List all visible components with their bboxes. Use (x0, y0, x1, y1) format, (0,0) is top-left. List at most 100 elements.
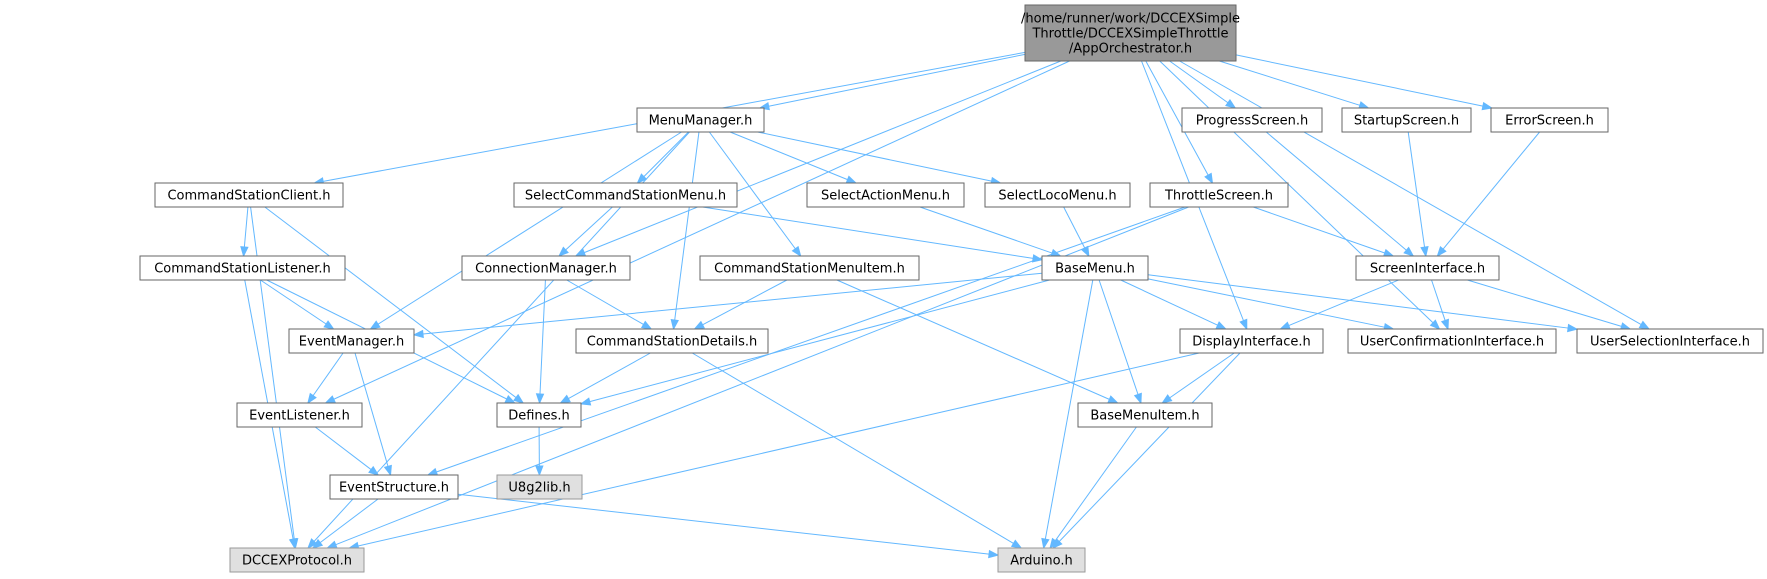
node-basemenu[interactable]: BaseMenu.h (1041, 255, 1149, 281)
node-defines[interactable]: Defines.h (496, 402, 582, 428)
edge-arrowhead (1215, 321, 1228, 330)
edge-line (422, 272, 1043, 335)
node-box[interactable] (699, 255, 920, 281)
node-box[interactable] (575, 328, 769, 354)
node-box[interactable] (1490, 107, 1609, 133)
node-displayif[interactable]: DisplayInterface.h (1179, 328, 1324, 354)
edge-line (1098, 279, 1139, 395)
node-menumgr[interactable]: MenuManager.h (636, 107, 765, 133)
edge-basemenu-to-userconf (1147, 278, 1395, 332)
node-eventmgr[interactable]: EventManager.h (288, 328, 415, 354)
node-box[interactable] (139, 255, 346, 281)
node-userconf[interactable]: UserConfirmationInterface.h (1347, 328, 1557, 354)
node-arduino[interactable]: Arduino.h (997, 547, 1086, 573)
node-screenif[interactable]: ScreenInterface.h (1355, 255, 1500, 281)
edge-basemenu-to-basemenuitem (1098, 279, 1142, 405)
edge-arrowhead (368, 465, 380, 476)
edge-line (1288, 279, 1399, 327)
node-box[interactable] (1149, 182, 1289, 208)
node-box[interactable] (1024, 4, 1237, 62)
node-box[interactable] (1347, 328, 1557, 354)
node-box[interactable] (806, 182, 965, 208)
edge-menumgr-to-eventmgr (369, 131, 682, 330)
edge-csdetails-to-arduino (691, 352, 1023, 549)
edge-arrowhead (988, 549, 1000, 559)
node-cslistener[interactable]: CommandStationListener.h (139, 255, 346, 281)
node-box[interactable] (1181, 107, 1323, 133)
edge-line (1044, 279, 1094, 540)
node-label: U8g2lib.h (508, 481, 570, 496)
node-label: DCCEXProtocol.h (242, 554, 352, 569)
edge-csdetails-to-defines (559, 352, 651, 404)
node-box[interactable] (1341, 107, 1472, 133)
edge-line (436, 206, 1186, 473)
edge-arrowhead (1638, 320, 1651, 330)
edge-line (584, 60, 1062, 254)
edge-line (243, 206, 249, 248)
node-usersel[interactable]: UserSelectionInterface.h (1576, 328, 1764, 354)
node-csclient[interactable]: CommandStationClient.h (154, 182, 344, 208)
node-app[interactable]: /home/runner/work/DCCEXSimpleThrottle/DC… (1021, 4, 1240, 62)
node-throttle[interactable]: ThrottleScreen.h (1149, 182, 1289, 208)
node-dccex[interactable]: DCCEXProtocol.h (229, 547, 365, 573)
edge-eventlistener-to-eventstruct (314, 426, 380, 476)
node-box[interactable] (1576, 328, 1764, 354)
node-startup[interactable]: StartupScreen.h (1341, 107, 1472, 133)
edge-arrowhead (579, 397, 592, 406)
node-basemenuitem[interactable]: BaseMenuItem.h (1077, 402, 1213, 428)
node-box[interactable] (1355, 255, 1500, 281)
node-box[interactable] (636, 107, 765, 133)
edge-selcs-to-connmgr (558, 206, 613, 257)
edge-displayif-to-dccex (347, 352, 1200, 550)
edge-line (565, 206, 613, 251)
node-box[interactable] (496, 474, 583, 500)
edge-arrowhead (326, 540, 338, 549)
node-box[interactable] (997, 547, 1086, 573)
edge-line (1467, 279, 1622, 327)
node-label: EventManager.h (299, 335, 404, 350)
edge-basemenu-to-defines (579, 279, 1050, 406)
node-box[interactable] (1041, 255, 1149, 281)
node-box[interactable] (288, 328, 415, 354)
node-selaction[interactable]: SelectActionMenu.h (806, 182, 965, 208)
node-box[interactable] (236, 402, 363, 428)
node-selloco[interactable]: SelectLocoMenu.h (984, 182, 1131, 208)
edge-line (1147, 274, 1569, 329)
node-box[interactable] (1179, 328, 1324, 354)
node-label: BaseMenu.h (1055, 262, 1135, 277)
node-box[interactable] (496, 402, 582, 428)
node-box[interactable] (513, 182, 738, 208)
node-eventlistener[interactable]: EventListener.h (236, 402, 363, 428)
node-eventstruct[interactable]: EventStructure.h (329, 474, 459, 500)
edge-line (1145, 60, 1209, 176)
edge-arrowhead (1436, 245, 1447, 258)
node-error[interactable]: ErrorScreen.h (1490, 107, 1609, 133)
node-csmenuitem[interactable]: CommandStationMenuItem.h (699, 255, 920, 281)
node-box[interactable] (154, 182, 344, 208)
edge-line (919, 206, 1053, 254)
edge-error-to-screenif (1436, 131, 1540, 258)
node-connmgr[interactable]: ConnectionManager.h (461, 255, 631, 281)
edge-arrowhead (1107, 395, 1119, 404)
edge-arrowhead (535, 465, 544, 477)
node-progress[interactable]: ProgressScreen.h (1181, 107, 1323, 133)
node-u8g2[interactable]: U8g2lib.h (496, 474, 583, 500)
edge-arrowhead (1161, 394, 1173, 404)
node-label: ScreenInterface.h (1370, 262, 1485, 277)
node-box[interactable] (1077, 402, 1213, 428)
node-selcs[interactable]: SelectCommandStationMenu.h (513, 182, 738, 208)
edge-arrowhead (1279, 321, 1291, 330)
node-label: ThrottleScreen.h (1164, 189, 1273, 204)
edge-line (589, 279, 1050, 403)
node-box[interactable] (461, 255, 631, 281)
node-box[interactable] (329, 474, 459, 500)
edge-startup-to-screenif (1407, 131, 1429, 258)
node-csdetails[interactable]: CommandStationDetails.h (575, 328, 769, 354)
edge-basemenu-to-usersel (1147, 274, 1579, 333)
edge-connmgr-to-csdetails (566, 279, 653, 330)
node-box[interactable] (229, 547, 365, 573)
node-box[interactable] (984, 182, 1131, 208)
edge-arrowhead (1010, 539, 1023, 549)
edge-arrowhead (1204, 172, 1214, 185)
